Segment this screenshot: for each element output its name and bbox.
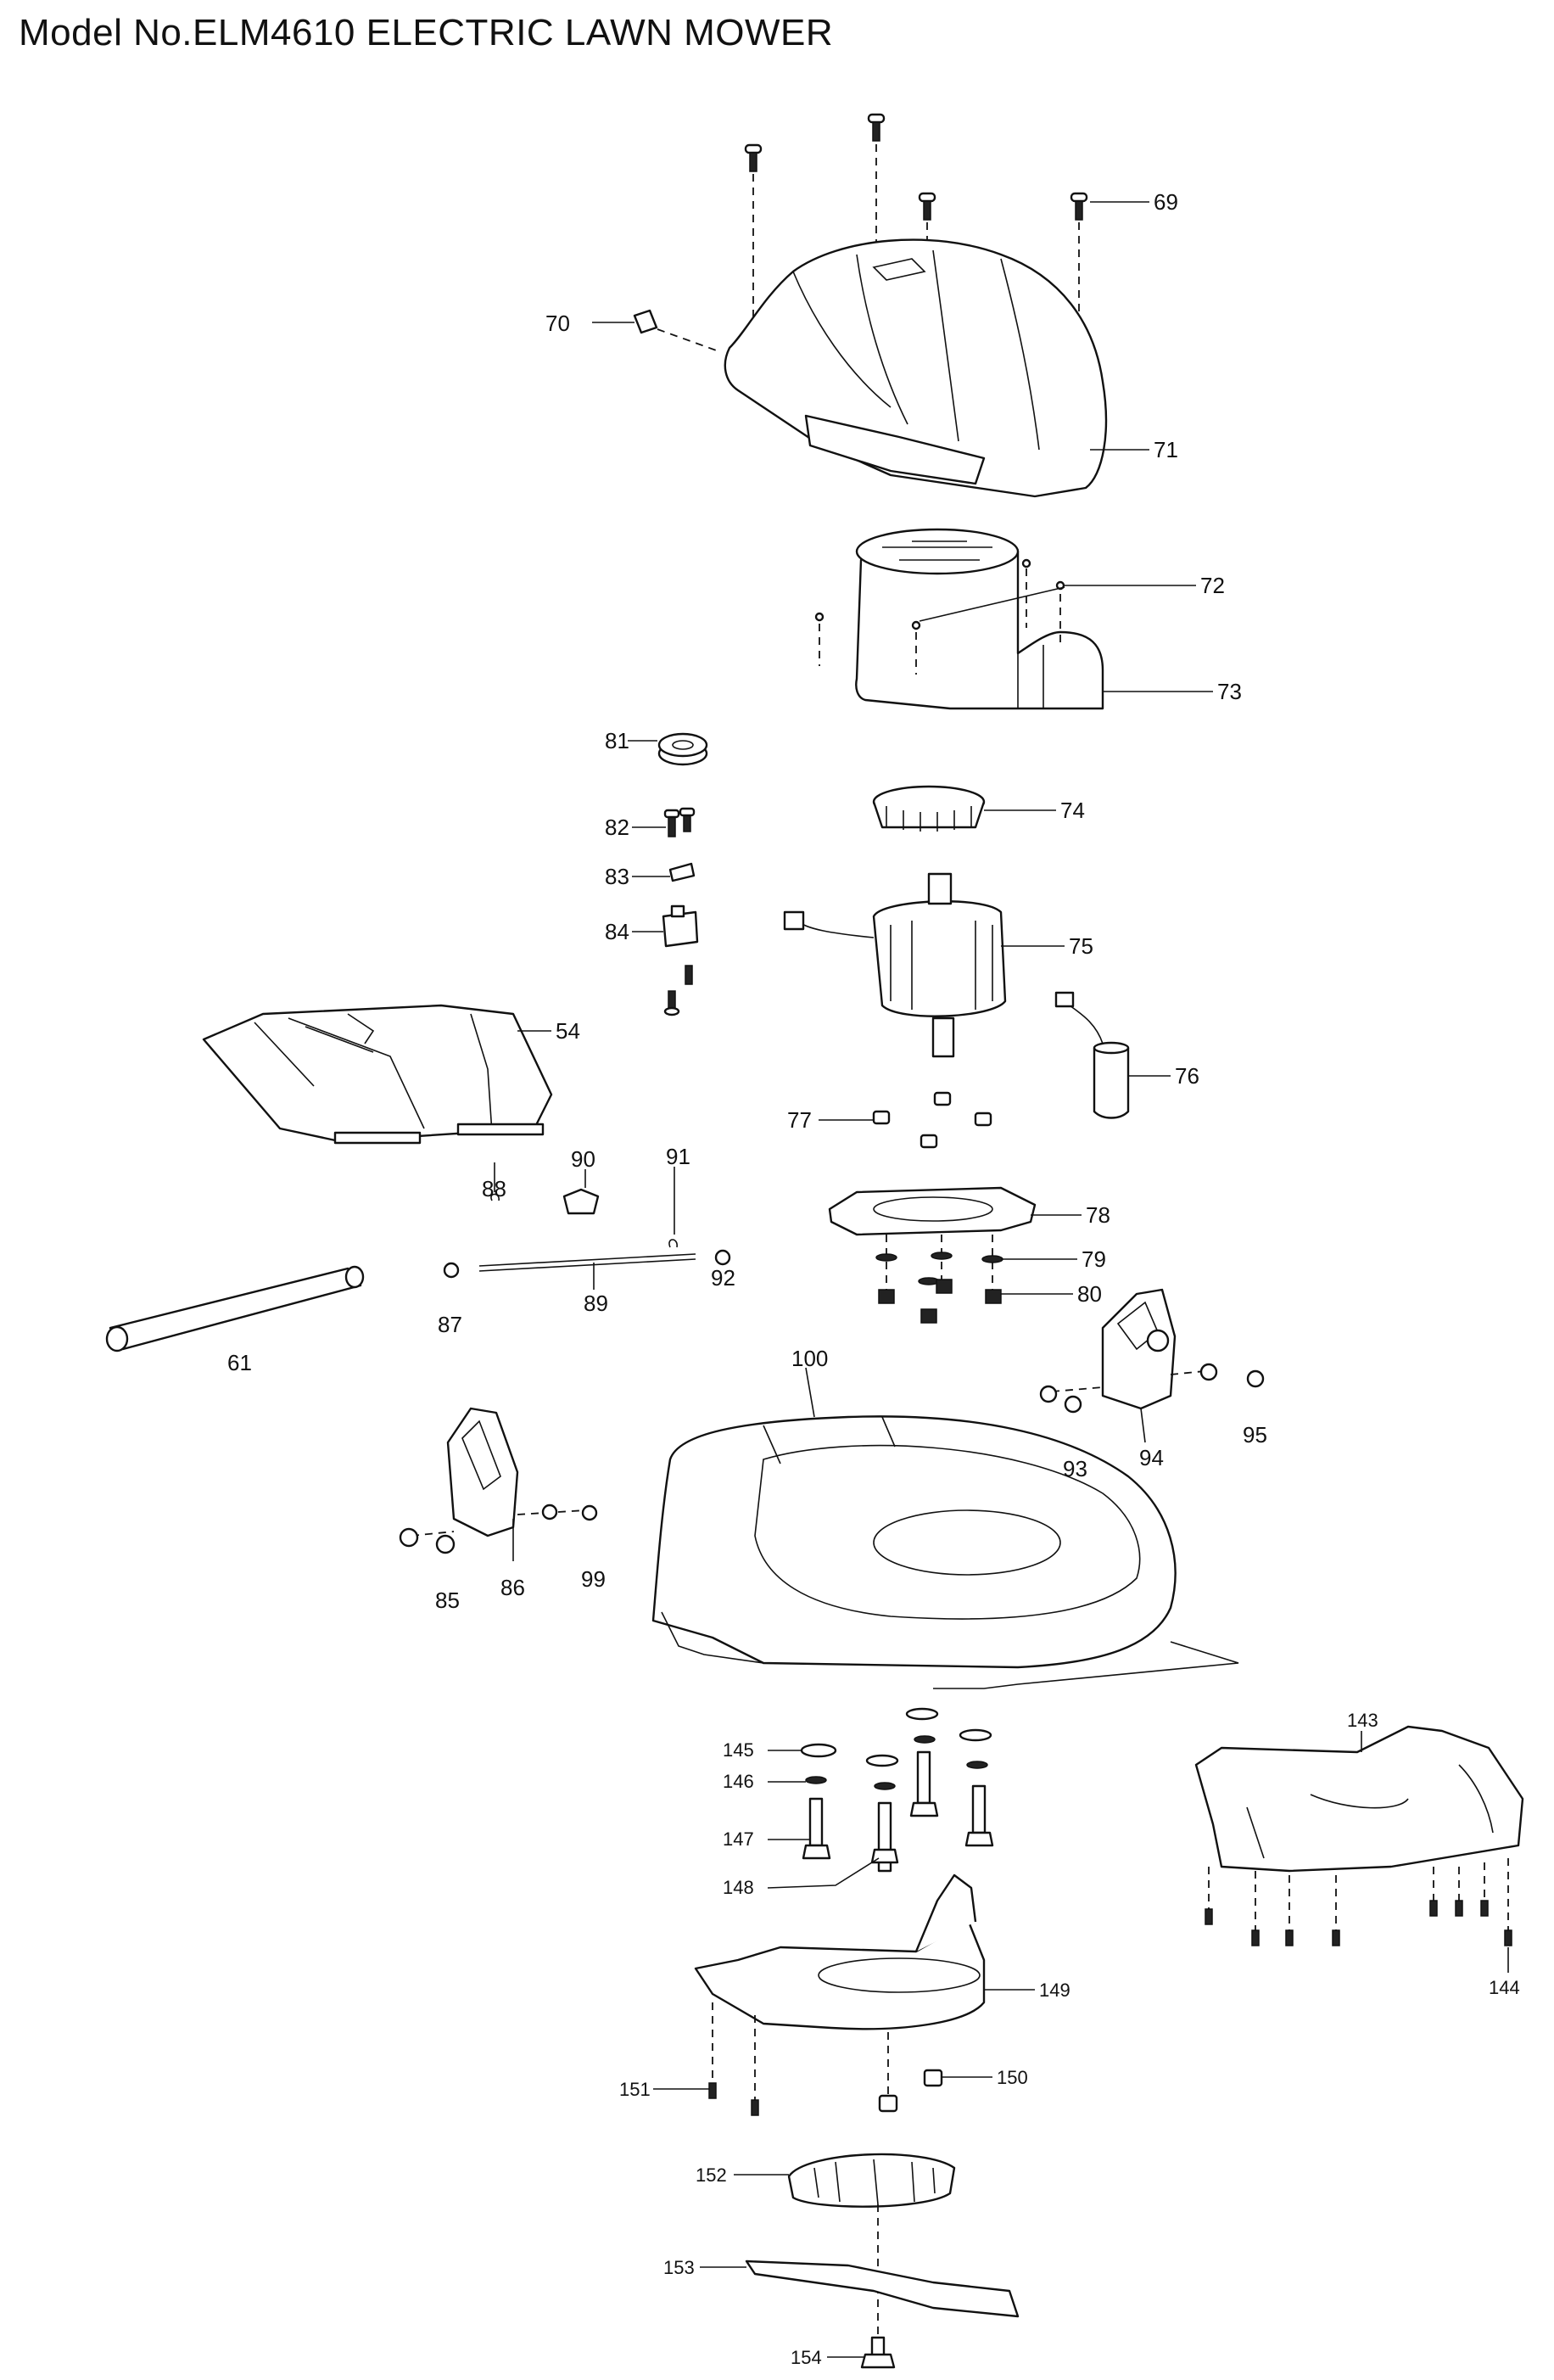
callout-153: 153 <box>663 2257 695 2278</box>
callout-95: 95 <box>1243 1422 1267 1448</box>
callout-89: 89 <box>584 1291 608 1316</box>
callout-148: 148 <box>723 1877 754 1898</box>
cover-clip <box>592 309 722 353</box>
callout-144: 144 <box>1489 1977 1520 1998</box>
rear-axle-assembly <box>443 1162 731 1290</box>
callout-78: 78 <box>1086 1202 1110 1228</box>
electric-motor <box>783 872 1065 1058</box>
right-height-bracket <box>1039 1288 1265 1443</box>
callout-146: 146 <box>723 1771 754 1792</box>
cutting-blade <box>700 2260 1020 2318</box>
callout-88: 88 <box>482 1176 506 1201</box>
blade-guard <box>653 1873 1035 2116</box>
switch-assembly <box>632 807 699 1016</box>
callout-72: 72 <box>1200 573 1225 598</box>
callout-80: 80 <box>1077 1281 1102 1307</box>
callout-86: 86 <box>500 1575 525 1600</box>
handle-rod <box>105 1265 365 1352</box>
left-height-bracket <box>399 1407 598 1561</box>
callout-154: 154 <box>791 2347 822 2368</box>
rear-flap <box>1194 1725 1524 1973</box>
callout-81: 81 <box>605 728 629 753</box>
callout-70: 70 <box>545 311 570 336</box>
deck-bolts <box>767 1707 994 1889</box>
callout-labels: 69 70 71 72 73 74 75 76 77 78 79 80 81 8… <box>227 189 1520 2368</box>
catcher-lid <box>202 1004 553 1145</box>
callout-76: 76 <box>1175 1063 1199 1089</box>
grommet <box>628 732 708 766</box>
callout-87: 87 <box>438 1312 462 1337</box>
blade-adapter <box>734 2153 956 2359</box>
motor-mounting-plate <box>828 1186 1082 1324</box>
callout-149: 149 <box>1039 1980 1070 2001</box>
callout-54: 54 <box>556 1018 580 1044</box>
callout-145: 145 <box>723 1739 754 1761</box>
callout-150: 150 <box>997 2067 1028 2088</box>
callout-151: 151 <box>619 2079 651 2100</box>
callout-94: 94 <box>1139 1445 1164 1470</box>
callout-152: 152 <box>696 2164 727 2186</box>
callout-71: 71 <box>1154 437 1178 462</box>
callout-147: 147 <box>723 1828 754 1850</box>
top-cover <box>724 238 1149 498</box>
page-title: Model No.ELM4610 ELECTRIC LAWN MOWER <box>19 12 834 53</box>
callout-79: 79 <box>1082 1246 1106 1272</box>
callout-69: 69 <box>1154 189 1178 215</box>
callout-143: 143 <box>1347 1710 1378 1731</box>
callout-61: 61 <box>227 1350 252 1375</box>
callout-84: 84 <box>605 919 629 944</box>
motor-nuts <box>819 1091 992 1149</box>
callout-99: 99 <box>581 1566 606 1592</box>
callout-77: 77 <box>787 1107 812 1133</box>
callout-73: 73 <box>1217 679 1242 704</box>
callout-83: 83 <box>605 864 629 889</box>
callout-100: 100 <box>791 1346 828 1371</box>
callout-75: 75 <box>1069 933 1093 959</box>
callout-91: 91 <box>666 1144 690 1169</box>
callout-90: 90 <box>571 1146 595 1172</box>
mower-deck <box>651 1367 1239 1689</box>
callout-93: 93 <box>1063 1456 1087 1481</box>
motor-housing <box>814 528 1213 710</box>
callout-74: 74 <box>1060 798 1085 823</box>
callout-92: 92 <box>711 1265 735 1291</box>
callout-82: 82 <box>605 815 629 840</box>
cooling-fan <box>872 785 1056 832</box>
callout-85: 85 <box>435 1588 460 1613</box>
blade-bolt <box>827 2336 896 2369</box>
capacitor <box>1054 991 1171 1119</box>
